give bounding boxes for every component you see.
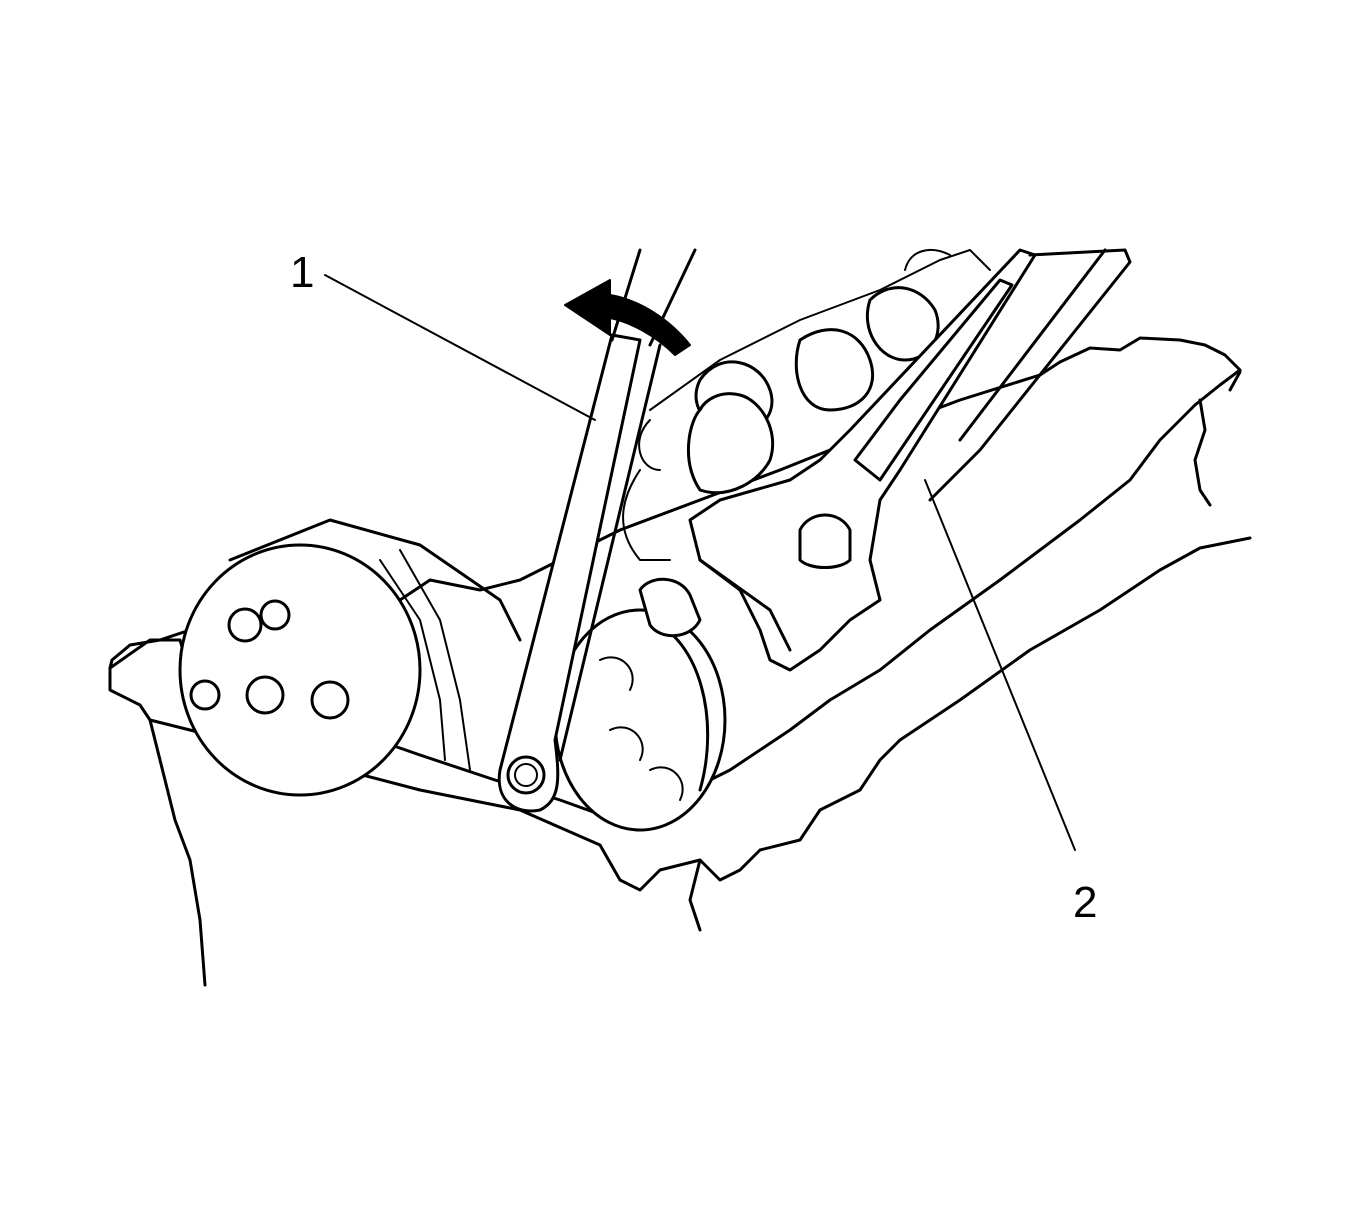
rotation-arrow-icon — [564, 279, 691, 356]
combination-wrench — [497, 248, 697, 813]
camshaft — [622, 249, 991, 561]
camshaft-gear — [553, 577, 727, 832]
callout-label-1: 1 — [290, 248, 314, 297]
timing-sprocket — [178, 518, 522, 797]
adjustable-wrench — [688, 248, 1132, 672]
callout-label-2: 2 — [1073, 878, 1097, 927]
leader-line-1 — [324, 274, 596, 421]
leader-line-2 — [924, 479, 1076, 851]
